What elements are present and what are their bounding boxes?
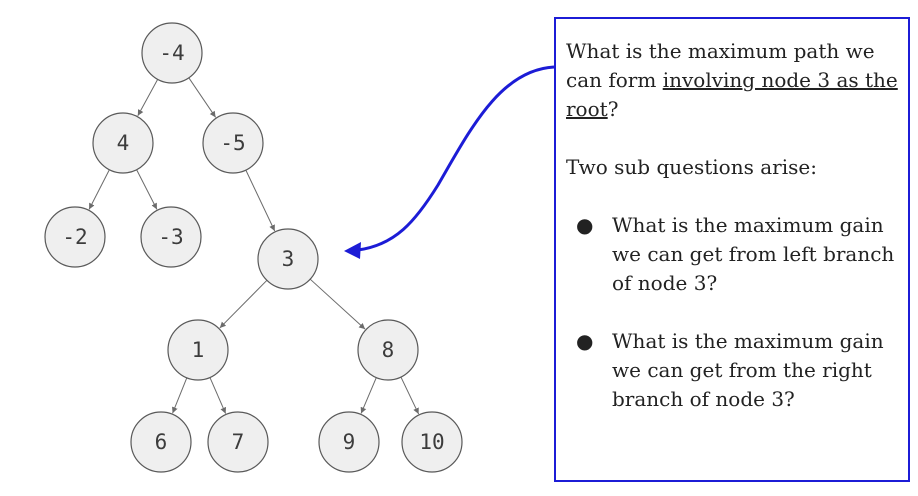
- tree-node-circle: [357, 319, 419, 381]
- tree-node-label: 8: [382, 338, 395, 362]
- tree-edge: [219, 279, 268, 329]
- tree-node-label: 9: [343, 430, 356, 454]
- tree-edge: [360, 377, 377, 414]
- tree-edge: [400, 376, 420, 415]
- tree-node-label: -5: [220, 131, 245, 155]
- pointer-arrow: [357, 65, 555, 252]
- tree-node: 3: [257, 228, 319, 290]
- bullet-icon: ●: [576, 213, 594, 237]
- tree-edge: [172, 377, 188, 414]
- question-part2: ?: [607, 97, 619, 121]
- tree-edge: [136, 169, 158, 210]
- tree-node-circle: [167, 319, 229, 381]
- tree-node: 7: [207, 411, 269, 473]
- tree-node: 6: [130, 411, 192, 473]
- sub-question-text: What is the maximum gain we can get from…: [612, 213, 895, 295]
- main-question: What is the maximum path we can form inv…: [566, 37, 902, 124]
- tree-node-label: 10: [419, 430, 444, 454]
- tree-node-circle: [140, 206, 202, 268]
- tree-node: 4: [92, 112, 154, 174]
- tree-node-circle: [141, 22, 203, 84]
- tree-node-label: 3: [282, 247, 295, 271]
- tree-node-circle: [318, 411, 380, 473]
- tree-edge: [88, 169, 110, 210]
- tree-node: -3: [140, 206, 202, 268]
- sub-question-item: ● What is the maximum gain we can get fro…: [566, 327, 902, 414]
- tree-node: -5: [202, 112, 264, 174]
- tree-node-label: 7: [232, 430, 245, 454]
- tree-node: 9: [318, 411, 380, 473]
- tree-node: 10: [401, 411, 463, 473]
- sub-questions-list: ● What is the maximum gain we can get fro…: [566, 211, 902, 414]
- tree-node-circle: [202, 112, 264, 174]
- sub-question-item: ● What is the maximum gain we can get fro…: [566, 211, 902, 298]
- tree-node-circle: [130, 411, 192, 473]
- tree-edge: [188, 77, 217, 118]
- callout-box: What is the maximum path we can form inv…: [554, 17, 910, 482]
- tree-edge: [245, 169, 276, 232]
- sub-question-text: What is the maximum gain we can get from…: [612, 329, 884, 411]
- tree-edge: [309, 278, 366, 330]
- tree-node: 1: [167, 319, 229, 381]
- bullet-icon: ●: [576, 329, 594, 353]
- tree-node: -4: [141, 22, 203, 84]
- tree-node-label: -2: [62, 225, 87, 249]
- tree-node-circle: [207, 411, 269, 473]
- tree-node-circle: [92, 112, 154, 174]
- tree-node-circle: [257, 228, 319, 290]
- question-part1: What is the maximum path we can form: [566, 39, 875, 92]
- tree-node-label: -3: [158, 225, 183, 249]
- question-underlined: involving node 3 as the root: [566, 68, 898, 121]
- tree-node-label: 4: [117, 131, 130, 155]
- tree-node: 8: [357, 319, 419, 381]
- pointer-arrowhead-icon: [344, 242, 361, 259]
- tree-node-circle: [401, 411, 463, 473]
- tree-node: -2: [44, 206, 106, 268]
- tree-node-label: 1: [192, 338, 205, 362]
- tree-edge: [137, 79, 159, 117]
- tree-edge: [209, 377, 227, 414]
- tree-node-label: 6: [155, 430, 168, 454]
- tree-node-label: -4: [159, 41, 184, 65]
- tree-node-circle: [44, 206, 106, 268]
- intro-text: Two sub questions arise:: [566, 155, 817, 179]
